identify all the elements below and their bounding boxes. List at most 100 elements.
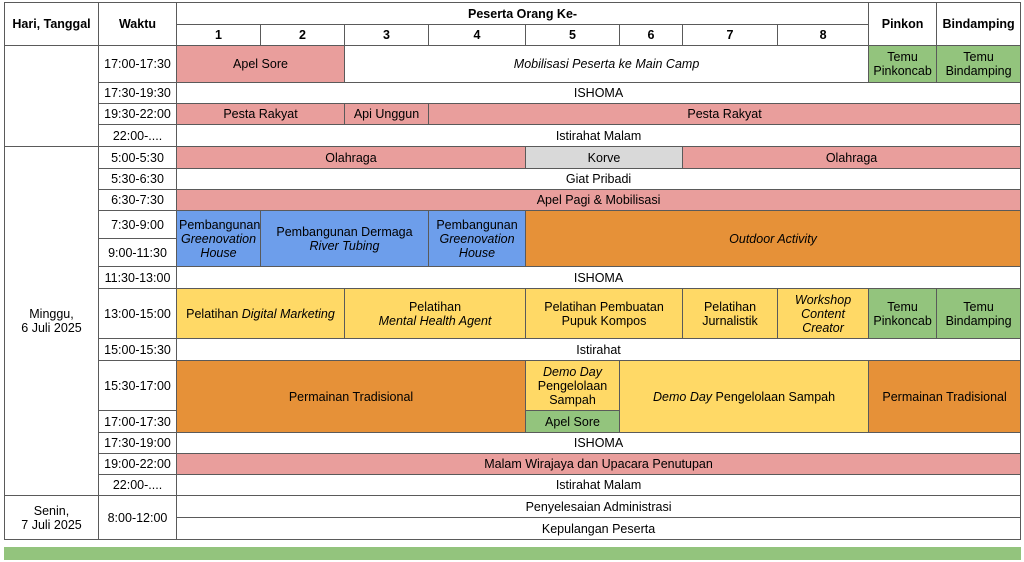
time-cell: 5:00-5:30	[98, 146, 177, 169]
cell-line: Pembangunan	[436, 217, 518, 232]
activity-cell: Apel Sore	[525, 410, 620, 433]
activity-cell: Istirahat Malam	[175, 124, 1022, 147]
activity-cell: Korve	[525, 146, 683, 169]
cell-line: Workshop	[794, 292, 852, 307]
day-cell: Minggu,6 Juli 2025	[4, 146, 99, 496]
header-pinkon: Pinkon	[868, 2, 938, 46]
day-line: 6 Juli 2025	[21, 321, 82, 335]
cell-line: Temu	[887, 299, 918, 314]
cell-line: Pengelolaan Sampah	[715, 389, 836, 404]
participant-number: 4	[428, 24, 526, 46]
cell-line: Pupuk Kompos	[561, 313, 647, 328]
participant-number: 3	[344, 24, 429, 46]
cell-line: Greenovation	[180, 231, 257, 246]
cell-line: Sampah	[549, 392, 596, 407]
activity-cell: Permainan Tradisional	[176, 360, 526, 433]
activity-cell: Istirahat	[175, 338, 1022, 361]
activity-cell: Olahraga	[176, 146, 526, 169]
time-cell: 17:30-19:00	[98, 432, 177, 454]
activity-cell: Permainan Tradisional	[868, 360, 1022, 433]
activity-cell: Istirahat Malam	[175, 474, 1022, 496]
cell-line: Pengelolaan	[537, 378, 608, 393]
cell-line: House	[458, 245, 496, 260]
cell-line: House	[200, 245, 237, 260]
activity-cell: ISHOMA	[175, 432, 1022, 454]
day-line: Senin,	[33, 503, 70, 518]
schedule-table: Hari, Tanggal Waktu Peserta Orang Ke- Pi…	[4, 2, 1022, 540]
time-cell: 15:00-15:30	[98, 338, 177, 361]
time-cell: 7:30-9:00	[98, 210, 177, 239]
time-cell: 17:00-17:30	[98, 410, 177, 433]
header-time: Waktu	[98, 2, 177, 46]
participant-number: 5	[525, 24, 620, 46]
activity-cell: Api Unggun	[344, 103, 429, 125]
time-cell: 15:30-17:00	[98, 360, 177, 411]
activity-cell: Penyelesaian Administrasi	[175, 495, 1022, 518]
participant-number: 1	[176, 24, 261, 46]
time-cell: 9:00-11:30	[98, 238, 177, 267]
activity-cell: Malam Wirajaya dan Upacara Penutupan	[175, 453, 1022, 475]
activity-cell: Giat Pribadi	[175, 168, 1022, 190]
day-line: Minggu,	[29, 307, 74, 321]
cell-line: Bindamping	[945, 313, 1012, 328]
header-bindamping: Bindamping	[936, 2, 1022, 46]
cell-line: Pelatihan	[703, 299, 757, 314]
cell-line: Greenovation	[439, 231, 515, 246]
activity-cell: Olahraga	[681, 146, 1022, 169]
time-cell: 8:00-12:00	[98, 495, 177, 540]
time-cell: 11:30-13:00	[98, 266, 177, 289]
activity-cell: Pesta Rakyat	[176, 103, 345, 125]
activity-cell: Pelatihan Digital Marketing	[176, 288, 345, 339]
cell-line: Pinkoncab	[873, 64, 932, 78]
cell-line: Pelatihan	[186, 306, 239, 321]
time-cell: 19:30-22:00	[98, 103, 177, 125]
activity-cell: Pesta Rakyat	[427, 103, 1022, 125]
cell-line: Creator	[802, 320, 844, 335]
cell-line: Demo Day	[542, 364, 603, 379]
header-day: Hari, Tanggal	[4, 2, 99, 46]
cell-line: Demo Day	[653, 389, 713, 404]
cell-line: Content	[801, 306, 845, 321]
cell-line: Temu	[963, 50, 994, 64]
participant-number: 7	[682, 24, 778, 46]
cell-line: Pelatihan Pembuatan	[544, 299, 664, 314]
time-cell: 22:00-....	[98, 474, 177, 496]
day-line: 7 Juli 2025	[21, 517, 82, 532]
header-participants: Peserta Orang Ke-	[175, 2, 870, 25]
cell-line: Jurnalistik	[702, 313, 758, 328]
day-cell	[4, 45, 99, 147]
participant-number: 6	[619, 24, 683, 46]
time-cell: 19:00-22:00	[98, 453, 177, 475]
cell-line: Temu	[963, 299, 994, 314]
cell-line: Temu	[887, 50, 918, 64]
cell-line: Mental Health Agent	[378, 313, 492, 328]
time-cell: 5:30-6:30	[98, 168, 177, 190]
activity-cell: Outdoor Activity	[524, 210, 1022, 267]
cell-line: Digital Marketing	[241, 306, 335, 321]
activity-cell: Apel Pagi & Mobilisasi	[175, 189, 1022, 211]
activity-cell: Kepulangan Peserta	[175, 517, 1022, 540]
participant-number: 2	[260, 24, 345, 46]
activity-cell: Apel Sore	[176, 45, 345, 83]
cell-line: River Tubing	[309, 238, 380, 253]
participant-number: 8	[776, 24, 870, 46]
activity-cell: ISHOMA	[175, 266, 1022, 289]
day-cell: Senin,7 Juli 2025	[4, 495, 99, 540]
activity-cell: ISHOMA	[175, 82, 1022, 104]
cell-line: Pelatihan	[408, 299, 462, 314]
time-cell: 13:00-15:00	[98, 288, 177, 339]
time-cell: 22:00-....	[98, 124, 177, 147]
cell-line: Pinkoncab	[873, 313, 932, 328]
